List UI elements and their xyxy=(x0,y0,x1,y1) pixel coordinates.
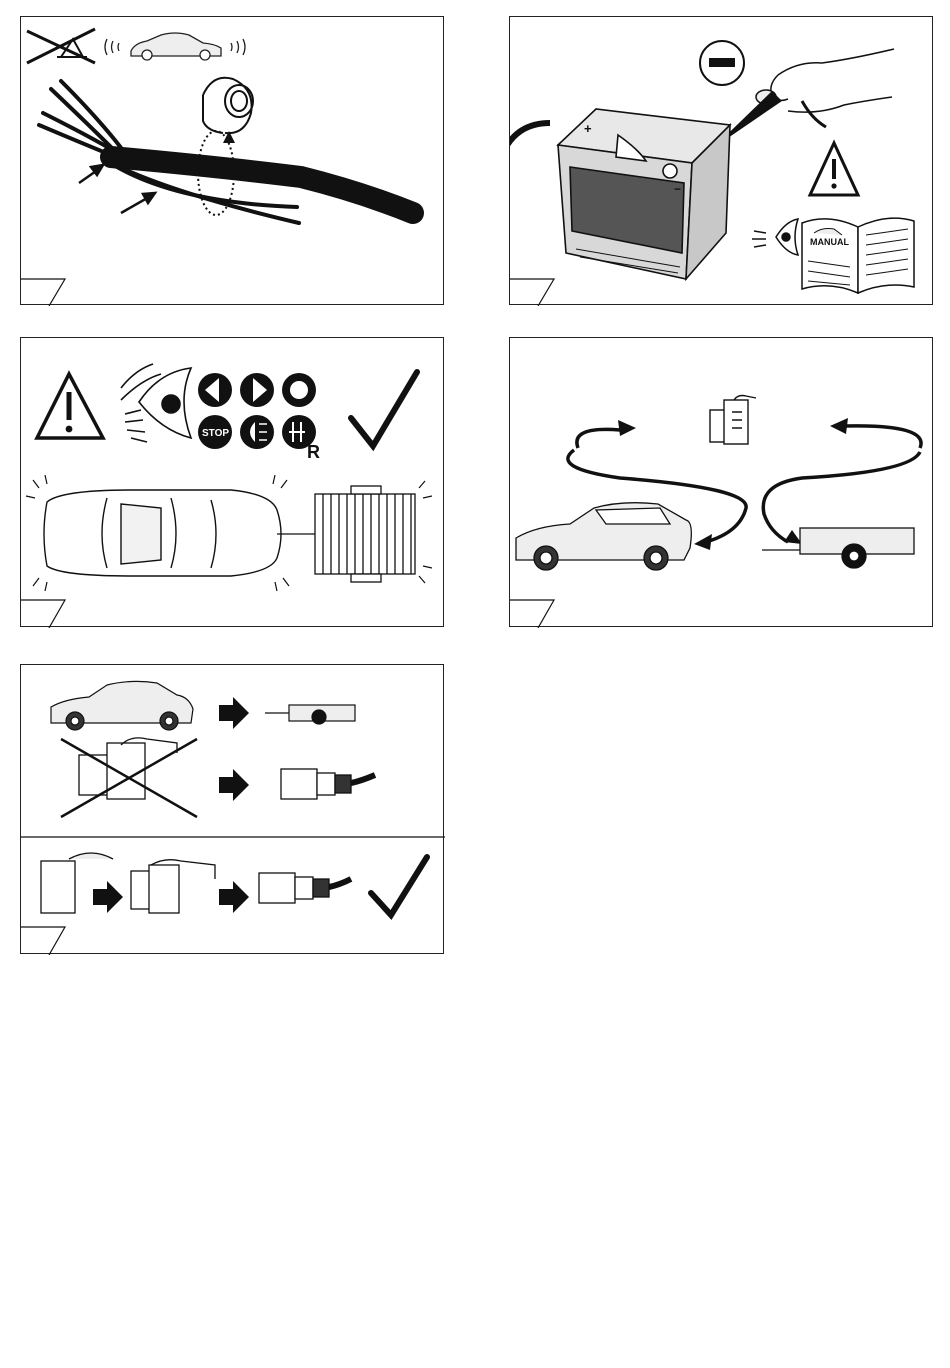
flow-arrow-right xyxy=(763,426,921,542)
battery-illustration: + − MANUAL xyxy=(510,17,934,306)
arrow-right-icon xyxy=(219,697,249,729)
hand-icon xyxy=(756,49,894,127)
eye-icon xyxy=(121,364,191,442)
trailer-top-view xyxy=(277,486,415,582)
manual-book-icon xyxy=(802,218,914,293)
panel-socket-adapter xyxy=(20,664,444,954)
arrow-head xyxy=(830,418,848,434)
eye-icon xyxy=(752,219,798,255)
no-drilling-icon xyxy=(27,29,95,63)
car-side-view xyxy=(51,681,193,730)
trailer-side-view xyxy=(265,705,355,724)
warning-triangle-icon xyxy=(37,374,103,438)
panel-lights-check: STOP R xyxy=(20,337,444,627)
stop-label: STOP xyxy=(202,428,229,439)
connection-flow-illustration xyxy=(510,338,934,628)
socket-icon xyxy=(79,738,177,799)
minus-bar xyxy=(709,58,735,67)
battery-minus-label: − xyxy=(674,182,681,196)
arrow-head xyxy=(784,530,802,544)
arrow-right-icon xyxy=(219,881,249,913)
warning-triangle-icon xyxy=(810,143,858,195)
car-side-view xyxy=(516,503,691,570)
car-top-view xyxy=(44,490,281,576)
wiring-tape-illustration xyxy=(21,17,445,306)
socket-adapter-illustration xyxy=(21,665,445,955)
battery-plus-label: + xyxy=(584,121,592,136)
car-vibration-icon xyxy=(105,33,245,60)
arrow-right-icon xyxy=(219,769,249,801)
page-corner-fold xyxy=(21,279,65,306)
arrow-head xyxy=(694,534,712,550)
turn-right-signal-icon xyxy=(240,373,274,407)
reverse-label: R xyxy=(307,442,320,462)
panel-wiring-tape xyxy=(20,16,444,305)
panel-connection-flow xyxy=(509,337,933,627)
page-corner-fold xyxy=(510,600,554,628)
pointer-arrow xyxy=(79,165,155,213)
socket-icon xyxy=(710,396,756,445)
arrow-right-icon xyxy=(93,881,123,913)
arrow-head xyxy=(618,420,636,436)
manual-label: MANUAL xyxy=(810,237,849,247)
page-corner-fold xyxy=(21,927,65,955)
position-lamp-icon xyxy=(282,373,316,407)
adapter-icon xyxy=(131,860,215,913)
checkmark-icon xyxy=(371,857,427,915)
battery-body xyxy=(510,109,730,279)
page-corner-fold xyxy=(21,600,65,628)
tape-roll-icon xyxy=(203,78,253,133)
panel-battery: + − MANUAL xyxy=(509,16,933,305)
fog-lamp-icon xyxy=(240,415,274,449)
plug-icon xyxy=(259,873,351,903)
lights-check-illustration: STOP R xyxy=(21,338,445,628)
plug-icon xyxy=(281,769,375,799)
page-corner-fold xyxy=(510,279,554,306)
turn-left-signal-icon xyxy=(198,373,232,407)
trailer-side-view xyxy=(762,528,914,568)
checkmark-icon xyxy=(351,372,417,446)
